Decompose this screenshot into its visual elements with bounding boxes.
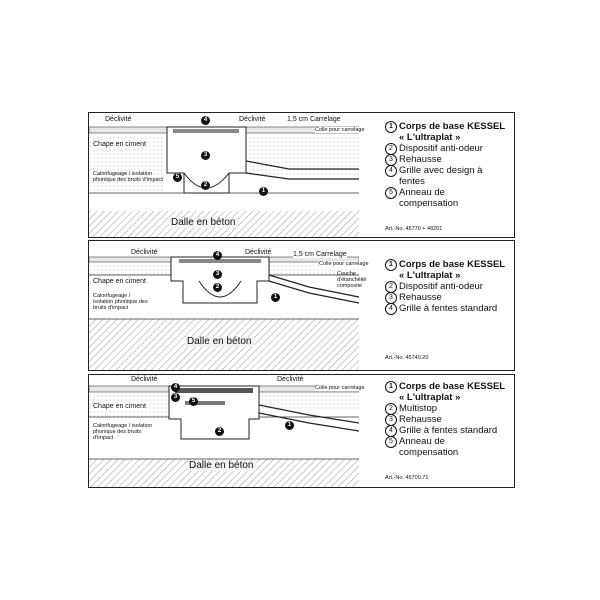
art-no-label: Art.-No. 45740.20 bbox=[385, 355, 429, 361]
legend-text: Rehausse bbox=[399, 154, 442, 165]
legend-number: 1 bbox=[385, 259, 397, 271]
callout-5: 5 bbox=[173, 173, 182, 182]
diagram-panel-1: Déclivité Déclivité 1,5 cm Carrelage Col… bbox=[88, 112, 515, 238]
callout-3: 3 bbox=[213, 270, 222, 279]
declivite-right-label: Déclivité bbox=[245, 249, 272, 256]
colle-label: Colle pour carrelage bbox=[315, 385, 365, 391]
legend-text: Multistop bbox=[399, 403, 438, 414]
callout-1: 1 bbox=[285, 421, 294, 430]
callout-3: 3 bbox=[171, 393, 180, 402]
legend-text: Dispositif anti-odeur bbox=[399, 143, 483, 154]
callout-3: 3 bbox=[201, 151, 210, 160]
legend-text: Corps de base KESSEL « L'ultraplat » bbox=[399, 259, 506, 281]
isolation-label: Calorifugeage / isolation phonique des b… bbox=[93, 423, 153, 441]
dalle-label: Dalle en béton bbox=[169, 217, 238, 228]
legend-number: 1 bbox=[385, 121, 397, 133]
legend-text: Corps de base KESSEL « L'ultraplat » bbox=[399, 381, 506, 403]
legend-number: 5 bbox=[385, 187, 397, 199]
chape-label: Chape en ciment bbox=[93, 403, 146, 410]
legend-text: Grille avec design à fentes bbox=[399, 165, 483, 187]
dalle-label: Dalle en béton bbox=[185, 336, 254, 347]
legend-text: Corps de base KESSEL « L'ultraplat » bbox=[399, 121, 506, 143]
colle-label: Colle pour carrelage bbox=[315, 127, 365, 133]
cross-section-drawing-1: Déclivité Déclivité 1,5 cm Carrelage Col… bbox=[89, 113, 365, 237]
art-no-label: Art.-No. 45700.71 bbox=[385, 475, 429, 481]
cross-section-drawing-3: Déclivité Déclivité Colle pour carrelage… bbox=[89, 375, 365, 487]
callout-5: 5 bbox=[189, 397, 198, 406]
callout-2: 2 bbox=[213, 283, 222, 292]
legend-text: Dispositif anti-odeur bbox=[399, 281, 483, 292]
legend-number: 1 bbox=[385, 381, 397, 393]
declivite-right-label: Déclivité bbox=[277, 376, 304, 383]
callout-1: 1 bbox=[271, 293, 280, 302]
isolation-label: Calorifugeage / isolation phonique des b… bbox=[93, 171, 163, 183]
declivite-left-label: Déclivité bbox=[131, 376, 158, 383]
callout-4: 4 bbox=[171, 383, 180, 392]
legend-number: 4 bbox=[385, 165, 397, 177]
callout-2: 2 bbox=[201, 181, 210, 190]
callout-1: 1 bbox=[259, 187, 268, 196]
legend-text: Anneau de compensation bbox=[399, 436, 459, 458]
legend-text: Grille à fentes standard bbox=[399, 303, 498, 314]
chape-label: Chape en ciment bbox=[93, 278, 146, 285]
diagram-panel-2: Déclivité Déclivité 1,5 cm Carrelage Col… bbox=[88, 240, 515, 371]
isolation-label: Calorifugeage / isolation phonique des b… bbox=[93, 293, 148, 311]
etancheite-label: Couche d'étanchéité composite bbox=[337, 271, 367, 289]
callout-2: 2 bbox=[215, 427, 224, 436]
cross-section-drawing-2: Déclivité Déclivité 1,5 cm Carrelage Col… bbox=[89, 241, 369, 370]
legend-text: Rehausse bbox=[399, 414, 442, 425]
callout-4: 4 bbox=[201, 116, 210, 125]
colle-label: Colle pour carrelage bbox=[319, 261, 369, 267]
dalle-label: Dalle en béton bbox=[187, 460, 256, 471]
legend-text: Anneau de compensation bbox=[399, 187, 459, 209]
declivite-left-label: Déclivité bbox=[131, 249, 158, 256]
art-no-label: Art.-No. 45770 + 48201 bbox=[385, 226, 443, 232]
declivite-right-label: Déclivité bbox=[239, 116, 266, 123]
chape-label: Chape en ciment bbox=[93, 141, 146, 148]
legend-text: Grille à fentes standard bbox=[399, 425, 498, 436]
legend-number: 5 bbox=[385, 436, 397, 448]
carrelage-label: 1,5 cm Carrelage bbox=[287, 116, 341, 123]
callout-4: 4 bbox=[213, 251, 222, 260]
legend-number: 4 bbox=[385, 303, 397, 315]
declivite-left-label: Déclivité bbox=[105, 116, 132, 123]
carrelage-label: 1,5 cm Carrelage bbox=[293, 251, 347, 258]
legend-text: Rehausse bbox=[399, 292, 442, 303]
diagram-panel-3: Déclivité Déclivité Colle pour carrelage… bbox=[88, 374, 515, 488]
